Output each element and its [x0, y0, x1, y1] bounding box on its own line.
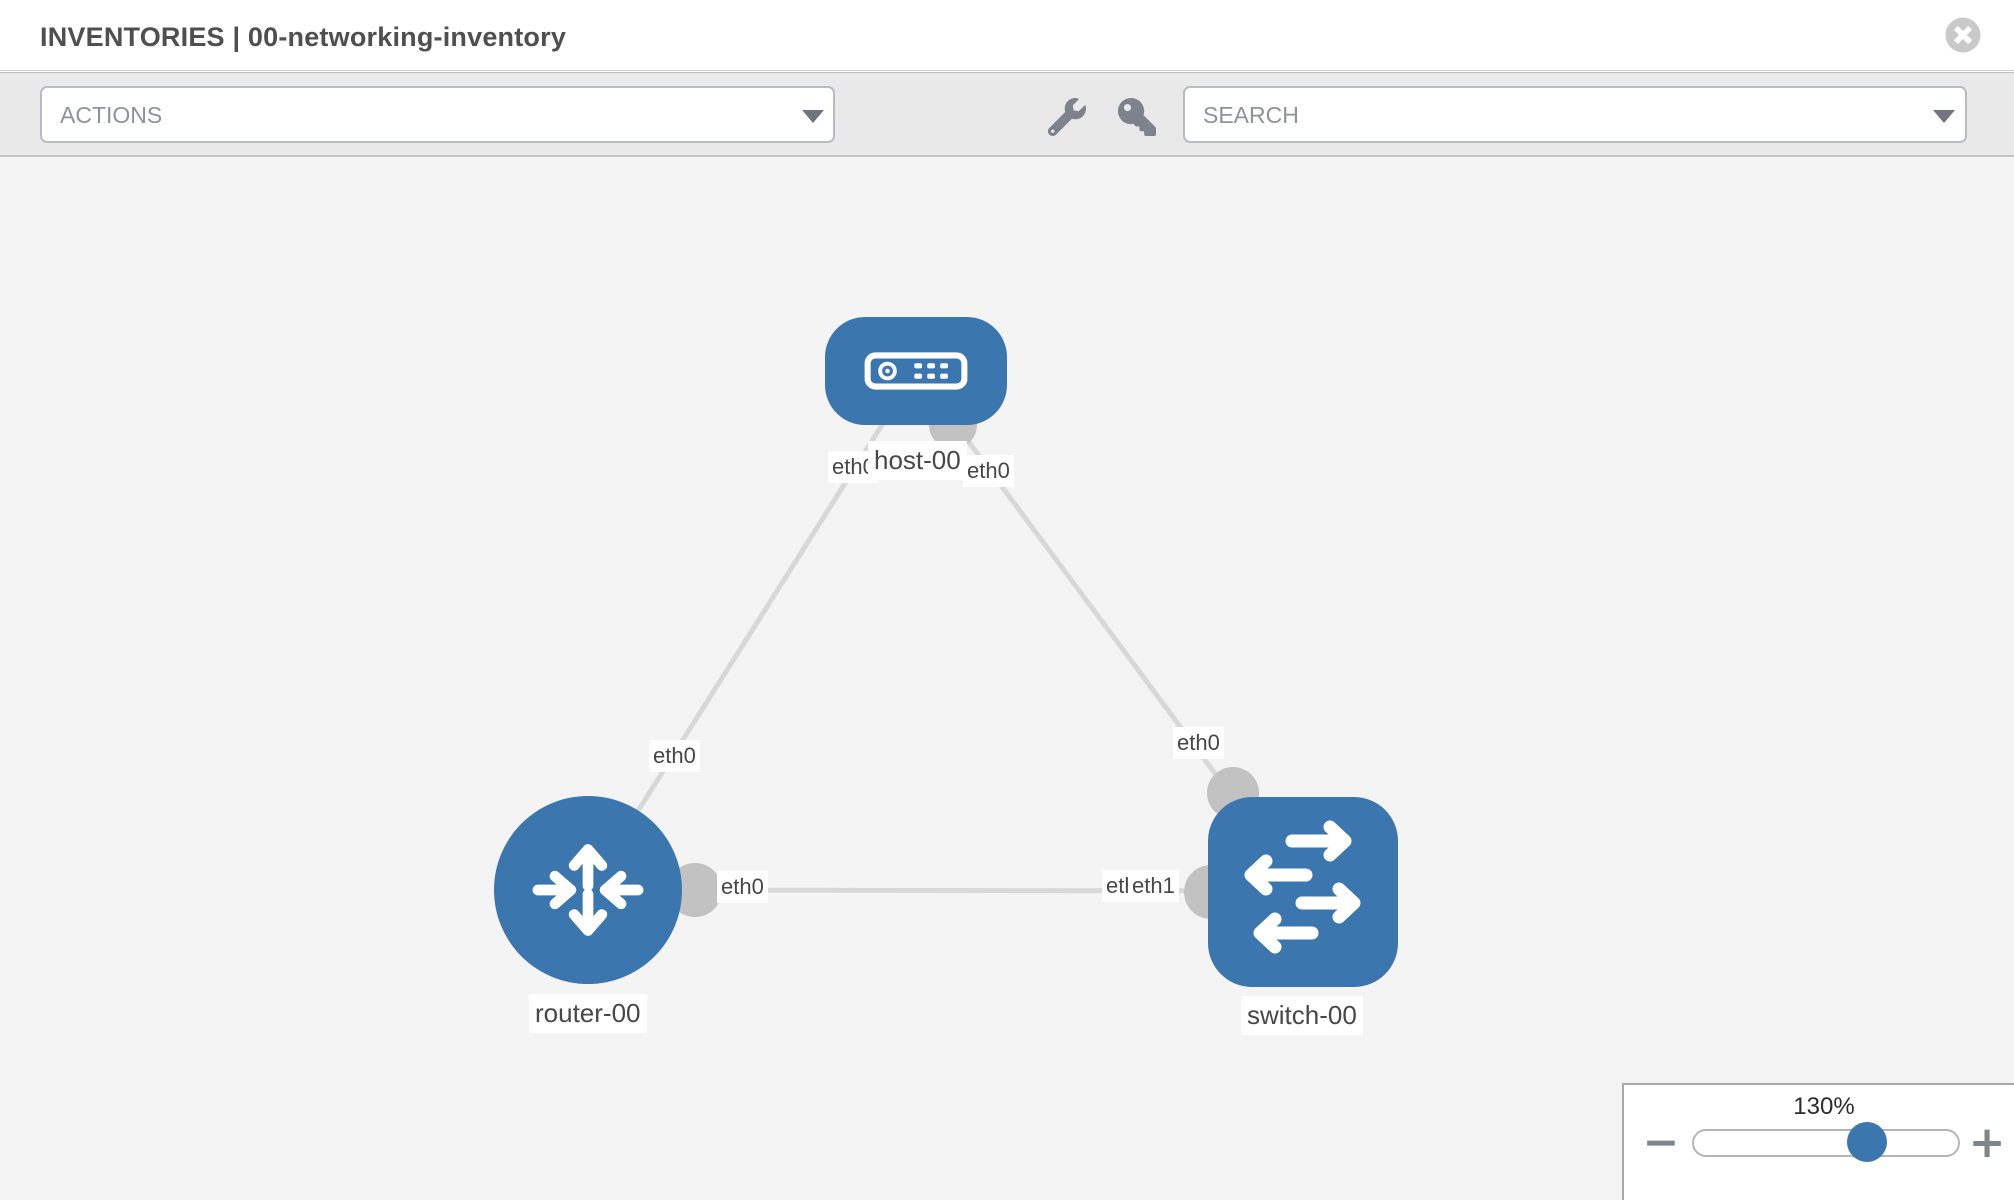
tools-button[interactable] [1046, 96, 1088, 138]
interface-label: eth0 [1173, 727, 1224, 759]
interface-label: eth1 [1128, 870, 1179, 902]
key-icon [1118, 98, 1156, 136]
close-button[interactable] [1945, 16, 1983, 54]
node-label-switch-00: switch-00 [1241, 996, 1363, 1035]
search-placeholder: SEARCH [1203, 102, 1299, 128]
actions-dropdown[interactable]: ACTIONS [40, 86, 835, 143]
close-icon [1945, 17, 1981, 53]
node-label-router-00: router-00 [529, 994, 647, 1033]
host-icon [864, 352, 968, 390]
node-label-host-00: host-00 [868, 441, 967, 480]
interface-label: eth0 [717, 871, 768, 903]
actions-placeholder: ACTIONS [60, 102, 163, 128]
node-switch-00[interactable] [1208, 797, 1398, 987]
zoom-panel: 130% − + [1622, 1083, 2014, 1200]
zoom-in-button[interactable]: + [1960, 1113, 2014, 1173]
search-dropdown[interactable]: SEARCH [1183, 86, 1967, 143]
wrench-icon [1048, 98, 1086, 136]
router-icon [532, 844, 644, 936]
topology-canvas[interactable]: eth0 eth0 host-00 eth0 eth0 eth0 eth0 et… [0, 157, 2014, 1200]
zoom-slider-thumb[interactable] [1847, 1122, 1887, 1162]
titlebar: INVENTORIES | 00-networking-inventory [0, 0, 2014, 71]
zoom-slider-track[interactable] [1692, 1122, 1960, 1162]
node-host-00[interactable] [825, 317, 1007, 425]
zoom-percentage: 130% [1793, 1093, 1855, 1120]
chevron-down-icon [1933, 110, 1955, 123]
page-title: INVENTORIES | 00-networking-inventory [40, 22, 567, 52]
topology-links-layer [585, 369, 1306, 919]
node-router-00[interactable] [494, 796, 682, 984]
toolbar: ACTIONS SEARCH [0, 72, 2014, 157]
interface-label: eth0 [963, 455, 1014, 487]
switch-icon [1244, 820, 1361, 954]
credentials-button[interactable] [1116, 96, 1158, 138]
connector-router-right [668, 863, 722, 917]
chevron-down-icon [802, 110, 824, 123]
zoom-out-button[interactable]: − [1634, 1113, 1688, 1173]
interface-label: eth0 [649, 740, 700, 772]
